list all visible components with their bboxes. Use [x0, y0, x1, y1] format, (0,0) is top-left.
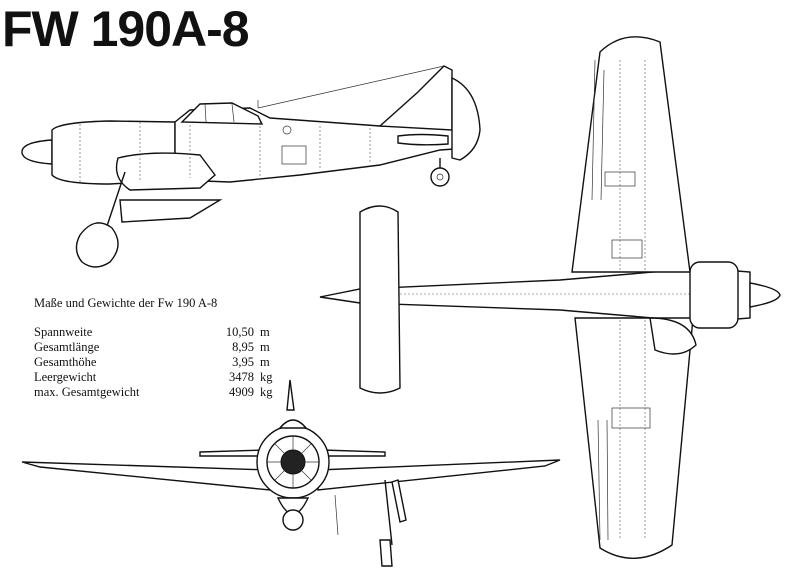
side-main-gear-leg	[104, 171, 126, 233]
page-title: FW 190A-8	[2, 1, 250, 57]
top-wing-upper	[571, 36, 691, 273]
side-rudder	[451, 76, 481, 161]
top-horizontal-tail	[359, 205, 401, 394]
spec-value: 3478	[229, 370, 254, 384]
specs-table: Spannweite 10,50 m Gesamtlänge 8,95 m Ge…	[34, 325, 273, 400]
spec-unit: m	[260, 355, 270, 369]
table-row: Spannweite 10,50 m	[34, 325, 273, 340]
side-gear-door	[119, 199, 223, 223]
front-wing-left	[21, 461, 271, 491]
spec-label: Spannweite	[34, 325, 93, 339]
table-row: Gesamtlänge 8,95 m	[34, 340, 273, 355]
side-spinner	[21, 139, 53, 165]
top-spinner	[749, 282, 781, 308]
spec-unit: m	[260, 340, 270, 354]
spec-label: Gesamtlänge	[34, 340, 100, 354]
front-gear-wheel	[379, 539, 393, 567]
front-gear-leg	[384, 479, 393, 546]
table-row: Gesamthöhe 3,95 m	[34, 355, 273, 370]
spec-value: 4909	[229, 385, 254, 399]
side-canopy	[180, 102, 264, 125]
spec-unit: m	[260, 325, 270, 339]
side-fin	[378, 65, 453, 131]
side-tail-wheel	[430, 167, 450, 187]
spec-value: 8,95	[232, 340, 254, 354]
top-wing-lower	[574, 317, 694, 559]
side-access-panel	[281, 145, 307, 165]
side-view	[21, 65, 481, 268]
front-fin	[286, 379, 295, 411]
spec-unit: kg	[260, 385, 273, 399]
spec-value: 3,95	[232, 355, 254, 369]
side-main-wheel	[75, 222, 119, 268]
side-stabilizer	[397, 133, 449, 146]
side-antenna-wire	[257, 65, 445, 109]
side-wing-root	[115, 152, 216, 191]
specs-heading: Maße und Gewichte der Fw 190 A-8	[34, 296, 218, 310]
top-engine	[689, 261, 739, 329]
spec-label: Gesamthöhe	[34, 355, 97, 369]
front-wing-right	[317, 459, 561, 491]
spec-unit: kg	[260, 370, 273, 384]
table-row: max. Gesamtgewicht 4909 kg	[34, 385, 273, 400]
specs-block: Maße und Gewichte der Fw 190 A-8 Spannwe…	[34, 296, 273, 400]
top-panel-lower	[611, 407, 651, 429]
top-panel-upper	[604, 171, 636, 187]
table-row: Leergewicht 3478 kg	[34, 370, 273, 385]
spec-label: Leergewicht	[34, 370, 97, 384]
top-view	[319, 36, 781, 559]
front-view	[21, 379, 561, 567]
spec-value: 10,50	[225, 325, 254, 339]
top-main-wheel	[649, 317, 697, 355]
spec-label: max. Gesamtgewicht	[34, 385, 140, 399]
